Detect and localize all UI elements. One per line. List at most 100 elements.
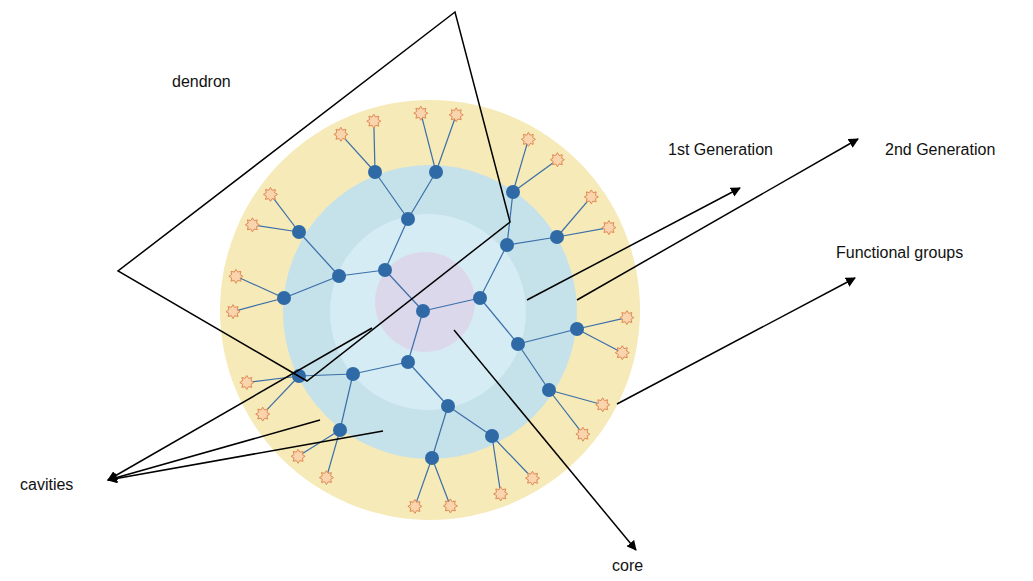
bond-line: [507, 237, 557, 245]
functional-group: [494, 487, 508, 501]
functional-group: [449, 108, 463, 122]
bond-line: [448, 406, 492, 436]
functional-group: [443, 499, 457, 513]
functional-group: [319, 471, 333, 485]
bond-line: [284, 276, 339, 298]
bond-line: [263, 376, 299, 414]
bond-line: [549, 390, 603, 405]
leader-arrow: [454, 330, 636, 550]
bond-line: [385, 219, 408, 270]
functional-shell: [220, 100, 640, 520]
bond-line: [432, 458, 450, 506]
functional-group: [414, 106, 428, 120]
leader-arrow: [617, 278, 855, 404]
functional-group: [596, 398, 610, 412]
branch-point: [542, 383, 556, 397]
functional-group: [264, 187, 278, 201]
dendron-outline: [118, 12, 510, 381]
bond-line: [247, 376, 299, 382]
functional-group: [245, 218, 259, 232]
branch-point: [401, 355, 415, 369]
bond-line: [233, 298, 284, 312]
bond-line: [236, 276, 284, 298]
bond-line: [507, 192, 513, 245]
functional-group: [550, 153, 564, 167]
leader-arrow: [108, 420, 320, 480]
bond-line: [513, 160, 557, 192]
branch-points: [277, 165, 584, 465]
bond-line: [340, 374, 353, 430]
branch-point: [401, 212, 415, 226]
callout-label: dendron: [172, 72, 231, 91]
branch-point: [332, 269, 346, 283]
bond-line: [252, 225, 299, 232]
functional-group: [615, 346, 629, 360]
branch-point: [378, 263, 392, 277]
bond-line: [518, 329, 577, 344]
branch-point: [277, 291, 291, 305]
functional-group: [602, 221, 616, 235]
functional-group: [576, 427, 590, 441]
callout-label: cavities: [20, 475, 73, 494]
branch-point: [570, 322, 584, 336]
functional-group: [521, 132, 535, 146]
callout-label: 1st Generation: [668, 140, 773, 159]
bond-line: [557, 197, 591, 237]
second-generation-shell: [283, 165, 577, 459]
branch-point: [425, 451, 439, 465]
branch-point: [292, 225, 306, 239]
functional-group: [291, 449, 305, 463]
branch-point: [485, 429, 499, 443]
bond-line: [432, 406, 448, 458]
leader-arrow: [577, 139, 858, 300]
branch-point: [346, 367, 360, 381]
branch-tree: [226, 106, 634, 513]
bond-line: [577, 318, 627, 329]
callout-label: 2nd Generation: [885, 140, 995, 159]
bond-line: [577, 329, 622, 353]
bond-line: [492, 436, 533, 478]
bond-line: [415, 458, 432, 506]
branch-point: [441, 399, 455, 413]
branch-point: [333, 423, 347, 437]
leader-arrow: [108, 431, 383, 480]
bond-line: [480, 298, 518, 344]
bond-line: [549, 390, 583, 434]
bond-line: [423, 298, 480, 311]
functional-group: [256, 407, 270, 421]
bond-line: [299, 232, 339, 276]
bond-line: [375, 172, 408, 219]
bond-line: [513, 139, 528, 192]
bond-line: [408, 311, 423, 362]
bond-line: [480, 245, 507, 298]
branch-point: [500, 238, 514, 252]
bond-line: [518, 344, 549, 390]
branch-point: [550, 230, 564, 244]
branch-point: [506, 185, 520, 199]
branch-point: [416, 304, 430, 318]
bond-line: [353, 362, 408, 374]
branch-point: [429, 165, 443, 179]
functional-group: [229, 269, 243, 283]
bond-line: [341, 134, 375, 172]
bond-line: [408, 172, 436, 219]
bond-line: [557, 228, 609, 237]
functional-group: [240, 376, 254, 390]
branch-point: [368, 165, 382, 179]
functional-group: [367, 114, 381, 128]
branch-point: [511, 337, 525, 351]
bond-line: [408, 362, 448, 406]
leader-arrow: [527, 188, 740, 300]
bond-line: [298, 430, 340, 456]
bond-line: [299, 374, 353, 376]
bond-line: [492, 436, 501, 494]
functional-group: [334, 127, 348, 141]
functional-group: [226, 305, 240, 319]
branch-point: [473, 291, 487, 305]
callout-label: core: [612, 556, 643, 575]
bond-line: [270, 194, 299, 232]
functional-group: [408, 499, 422, 513]
functional-group: [526, 471, 540, 485]
